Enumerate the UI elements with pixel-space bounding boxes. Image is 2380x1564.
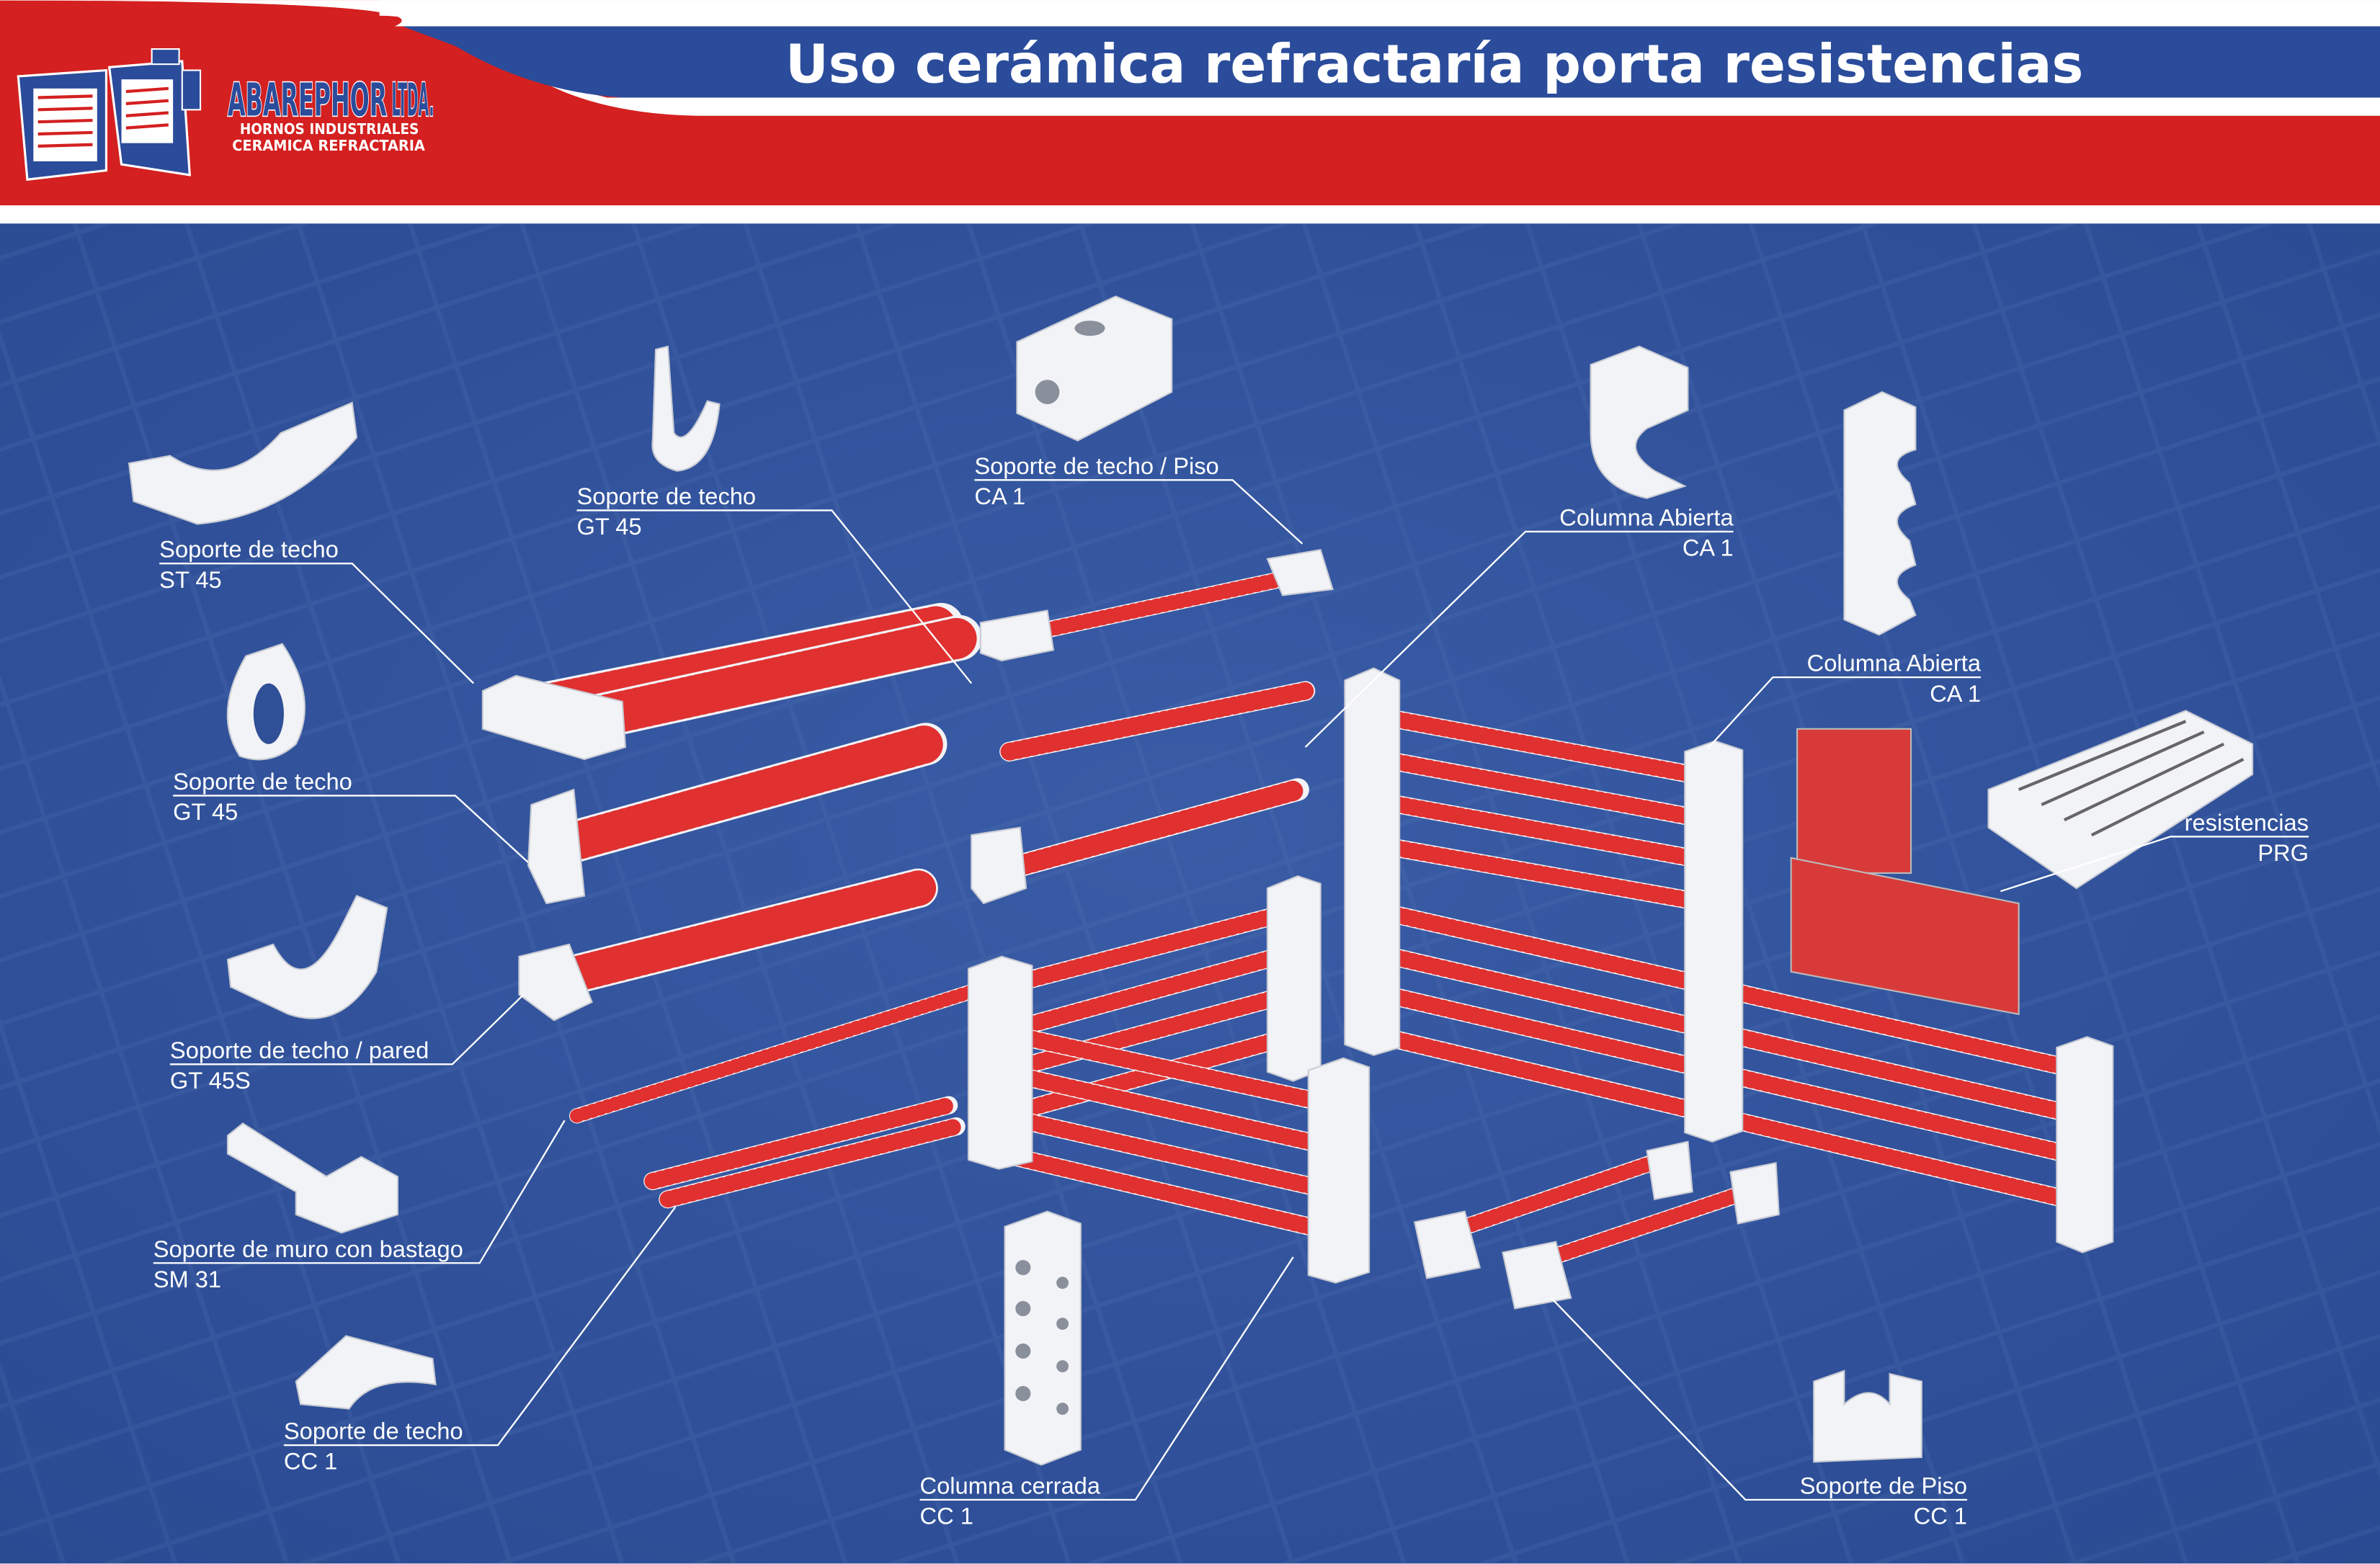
coil-rod	[1358, 834, 1716, 912]
logo-suffix: LTDA.	[391, 73, 434, 127]
label-code: CA 1	[974, 483, 1025, 509]
cc1-saddle-icon	[295, 1335, 437, 1410]
heating-coils	[493, 566, 2089, 1277]
st45-saddle-icon	[128, 401, 358, 525]
coil-rod	[993, 1145, 1345, 1241]
label-name: Columna Abierta	[1807, 650, 1982, 676]
background-grid	[0, 223, 2380, 1564]
label-name: Soporte de muro con bastago	[153, 1235, 463, 1262]
label-name: Soporte de techo	[284, 1418, 463, 1444]
label-name: Soporte de techo	[159, 536, 339, 563]
coil-rod	[999, 779, 1309, 879]
coil-rod	[993, 1024, 1345, 1114]
label-name: resistencias	[2185, 809, 2309, 836]
label-name: Columna cerrada	[920, 1472, 1101, 1498]
label-code: CA 1	[1683, 535, 1734, 561]
ceramic-parts	[128, 295, 2254, 1466]
columna-cerrada-icon	[1004, 1210, 1082, 1466]
coil-rod	[1002, 566, 1314, 645]
label-name: Soporte de techo	[173, 768, 352, 795]
label-code: GT 45	[576, 513, 641, 540]
coil-rod	[644, 1096, 957, 1189]
label-code: ST 45	[159, 566, 222, 593]
leader-lines	[153, 479, 2309, 1501]
coil-rod	[659, 1118, 965, 1208]
company-logo: ABAREPHOR LTDA. HORNOS INDUSTRIALES CERA…	[17, 48, 435, 181]
coil-rod	[1358, 748, 1716, 828]
coil-rod	[1000, 682, 1314, 761]
label-code: CC 1	[284, 1448, 337, 1475]
coil-rod	[1358, 790, 1716, 870]
coil-rod	[1358, 705, 1716, 786]
label-name: Soporte de techo / pared	[170, 1037, 429, 1063]
label-code: GT 45	[173, 798, 238, 825]
label-code: CA 1	[1930, 680, 1981, 707]
coil-rod	[569, 980, 994, 1123]
gt45-hook-icon	[651, 345, 721, 472]
label-name: Soporte de techo / Piso	[974, 452, 1218, 479]
coil-rod	[531, 870, 937, 999]
coil-rod	[993, 981, 1314, 1081]
coil-rod	[993, 1063, 1345, 1156]
logo-brand: ABAREPHOR	[228, 73, 387, 127]
soporte-piso-icon	[1813, 1369, 1922, 1463]
coil-rod	[993, 1107, 1345, 1200]
prg-panel-icon	[1987, 710, 2254, 890]
columna-abierta-tall-icon	[1843, 390, 1917, 636]
resistance-panel	[1796, 728, 1912, 874]
coil-rod	[1427, 1149, 1677, 1245]
label-code: SM 31	[153, 1266, 221, 1292]
label-name: Soporte de techo	[576, 483, 756, 509]
label-code: CC 1	[920, 1503, 973, 1529]
label-name: Soporte de Piso	[1800, 1472, 1967, 1498]
logo-line2: CERAMICA REFRACTARIA	[232, 137, 425, 154]
header: Uso cerámica refractaría porta resistenc…	[0, 0, 2380, 224]
coil-rod	[993, 899, 1314, 996]
furnace-icon	[17, 48, 202, 181]
coil-rod	[545, 725, 945, 864]
logo-line1: HORNOS INDUSTRIALES	[240, 120, 419, 138]
gt45s-support-icon	[226, 895, 388, 1019]
label-code: PRG	[2258, 839, 2309, 866]
label-code: CC 1	[1914, 1503, 1967, 1529]
resistance-panel-large	[1790, 857, 2020, 1016]
ca1-block-icon	[1016, 295, 1173, 442]
columna-abierta-icon	[1590, 345, 1689, 499]
sm31-wall-support-icon	[226, 1122, 398, 1234]
coil-rod	[993, 940, 1314, 1041]
part-labels: Soporte de techo ST 45 Soporte de techo …	[153, 452, 2309, 1529]
label-code: GT 45S	[170, 1067, 251, 1094]
label-name: Columna Abierta	[1559, 504, 1734, 531]
coil-rod	[1513, 1179, 1768, 1276]
coil-rod	[563, 617, 980, 741]
page-title: Uso cerámica refractaría porta resistenc…	[785, 34, 2083, 95]
